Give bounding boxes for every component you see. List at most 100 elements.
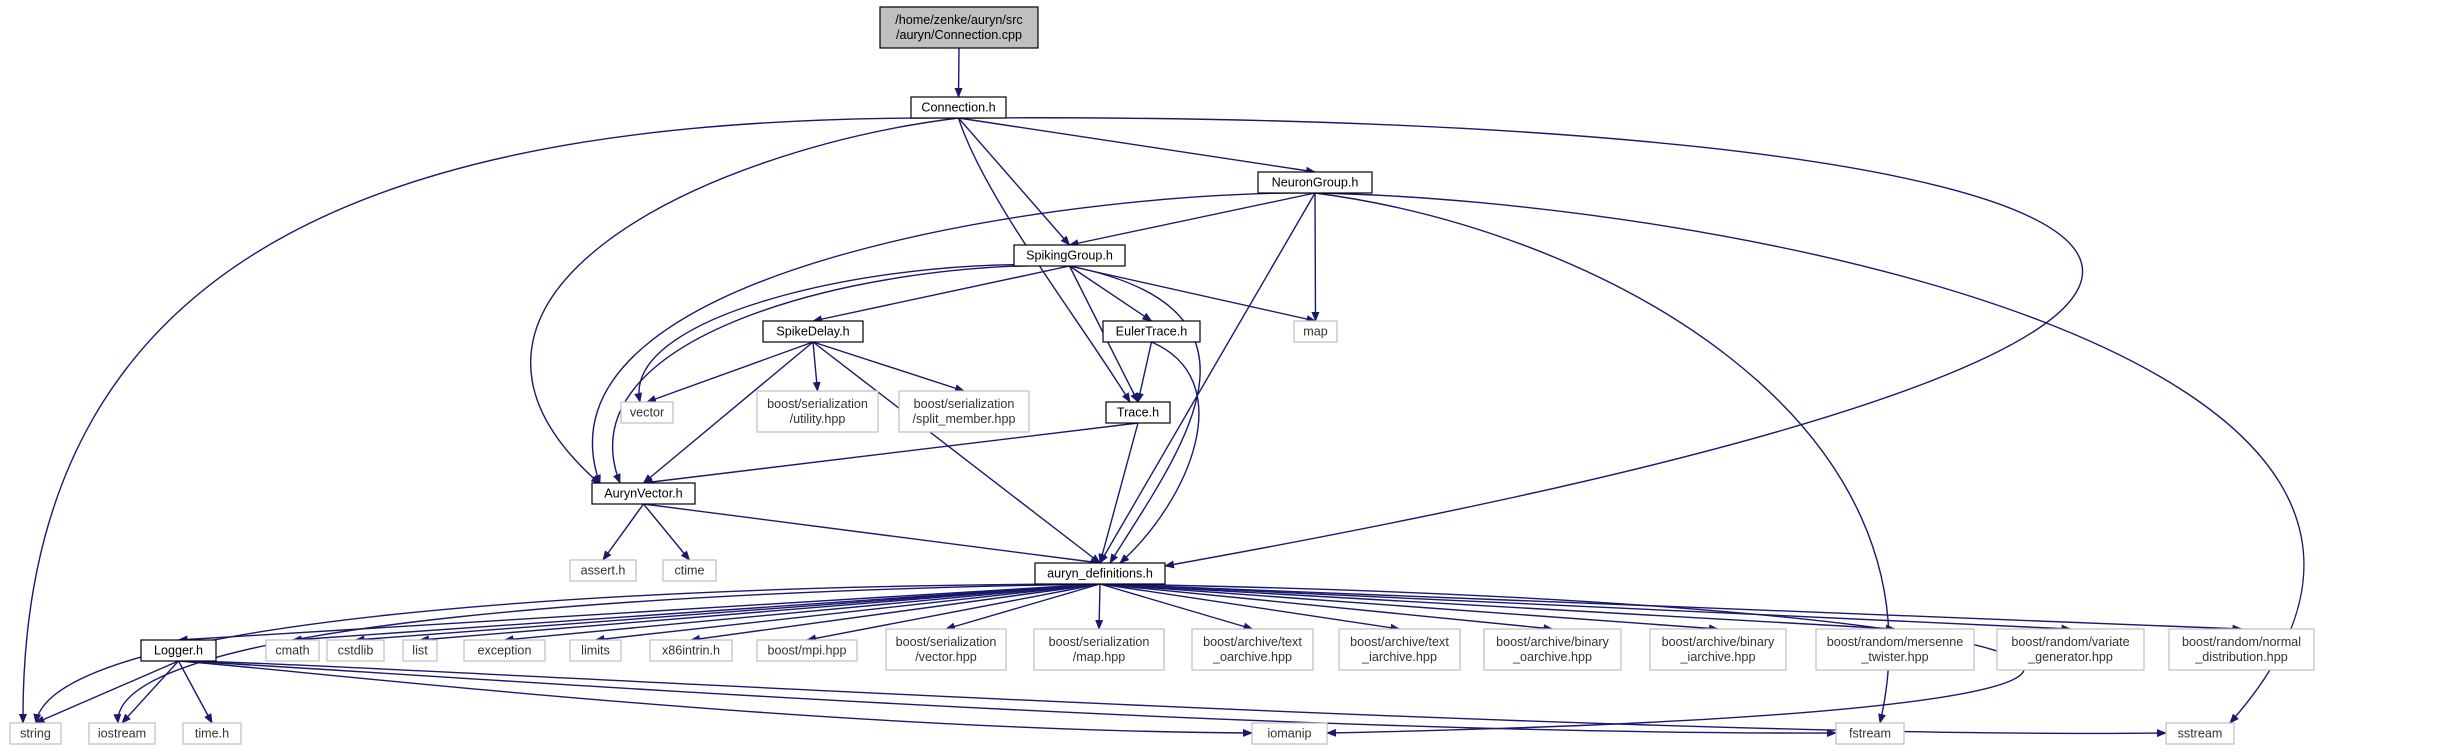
edge-layer bbox=[18, 47, 2305, 738]
node-label-auryn_definitions_h-line-0: auryn_definitions.h bbox=[1047, 567, 1153, 581]
node-box-x86intrin_h bbox=[649, 639, 733, 662]
edge-auryn_definitions_h-to-string bbox=[33, 583, 1101, 724]
edge-spikinggroup_h-to-map bbox=[1069, 265, 1317, 323]
node-label-br_mersenne-line-0: boost/random/mersenne bbox=[1827, 635, 1964, 649]
edge-connection_h-to-string bbox=[18, 117, 959, 724]
node-box-spikedelay_h bbox=[762, 320, 864, 343]
edge-neurongroup_h-to-aurynvector_h bbox=[591, 192, 1316, 485]
edge-auryn_definitions_h-to-x86intrin_h bbox=[690, 583, 1101, 643]
node-box-spikinggroup_h bbox=[1013, 244, 1126, 267]
edge-connection_h-to-neurongroup_h bbox=[958, 117, 1316, 175]
edge-neurongroup_h-to-sstream bbox=[1314, 192, 2305, 724]
node-box-logger_h bbox=[140, 639, 217, 662]
edge-auryn_definitions_h-to-exception bbox=[503, 583, 1101, 644]
edge-spikedelay_h-to-vector bbox=[646, 341, 814, 403]
node-ba_text_iarchive: boost/archive/text_iarchive.hpp bbox=[1338, 628, 1461, 671]
node-box-list bbox=[402, 639, 438, 662]
node-string: string bbox=[9, 722, 62, 745]
node-cstdlib: cstdlib bbox=[326, 639, 385, 662]
node-fstream: fstream bbox=[1835, 722, 1905, 745]
node-label-br_variate-line-0: boost/random/variate bbox=[2011, 635, 2129, 649]
edge-auryn_definitions_h-to-iostream bbox=[113, 583, 1101, 724]
node-neurongroup_h[interactable]: NeuronGroup.h bbox=[1257, 171, 1373, 194]
node-label-bs_utility-line-0: boost/serialization bbox=[767, 397, 868, 411]
edge-auryn_definitions_h-to-ba_text_iarchive bbox=[1099, 583, 1401, 632]
edge-spikedelay_h-to-bs_utility bbox=[812, 341, 821, 392]
edge-auryn_definitions_h-to-bs_map bbox=[1095, 583, 1104, 630]
node-vector: vector bbox=[620, 401, 674, 424]
node-label-connection_h-line-0: Connection.h bbox=[921, 101, 995, 115]
edge-eulertrace_h-to-auryn_definitions_h bbox=[1119, 341, 1200, 564]
edge-auryn_definitions_h-to-bs_vector bbox=[945, 583, 1101, 631]
node-exception: exception bbox=[463, 639, 546, 662]
node-box-exception bbox=[463, 639, 546, 662]
node-label-cstdlib-line-0: cstdlib bbox=[338, 644, 374, 658]
node-box-ctime bbox=[662, 559, 717, 582]
node-sstream: sstream bbox=[2165, 722, 2235, 745]
node-limits: limits bbox=[569, 639, 622, 662]
edge-connection_h-to-spikinggroup_h bbox=[957, 117, 1071, 246]
node-connection_h[interactable]: Connection.h bbox=[910, 96, 1007, 119]
node-label-neurongroup_h-line-0: NeuronGroup.h bbox=[1272, 176, 1359, 190]
node-label-spikedelay_h-line-0: SpikeDelay.h bbox=[776, 325, 849, 339]
node-box-boost_mpi bbox=[756, 639, 858, 662]
edge-aurynvector_h-to-assert_h bbox=[602, 503, 645, 561]
node-label-exception-line-0: exception bbox=[478, 644, 532, 658]
node-label-ba_binary_oarchive-line-0: boost/archive/binary bbox=[1496, 635, 1609, 649]
edge-logger_h-to-iostream bbox=[121, 660, 180, 724]
node-box-root bbox=[879, 6, 1039, 49]
node-box-connection_h bbox=[910, 96, 1007, 119]
edge-spikinggroup_h-to-aurynvector_h bbox=[612, 264, 1070, 484]
node-label-trace_h-line-0: Trace.h bbox=[1117, 406, 1159, 420]
node-box-br_variate bbox=[1996, 628, 2145, 671]
edge-aurynvector_h-to-ctime bbox=[642, 503, 691, 561]
node-aurynvector_h[interactable]: AurynVector.h bbox=[591, 482, 696, 505]
node-time_h: time.h bbox=[182, 722, 242, 745]
node-box-neurongroup_h bbox=[1257, 171, 1373, 194]
edge-auryn_definitions_h-to-br_mersenne bbox=[1099, 583, 1896, 633]
node-label-map-line-0: map bbox=[1303, 325, 1328, 339]
node-bs_split_member: boost/serialization/split_member.hpp bbox=[898, 390, 1030, 433]
node-label-list-line-0: list bbox=[412, 644, 428, 658]
node-label-time_h-line-0: time.h bbox=[195, 727, 229, 741]
edge-auryn_definitions_h-to-logger_h bbox=[177, 583, 1101, 644]
node-box-ba_text_oarchive bbox=[1191, 628, 1314, 671]
node-root[interactable]: /home/zenke/auryn/src/auryn/Connection.c… bbox=[879, 6, 1039, 49]
edge-root-to-connection_h bbox=[954, 47, 963, 98]
node-auryn_definitions_h[interactable]: auryn_definitions.h bbox=[1034, 562, 1166, 585]
node-label-bs_map-line-0: boost/serialization bbox=[1049, 635, 1150, 649]
node-label-br_variate-line-1: _generator.hpp bbox=[2027, 650, 2113, 664]
node-label-br_normal-line-1: _distribution.hpp bbox=[2194, 650, 2287, 664]
node-br_mersenne: boost/random/mersenne_twister.hpp bbox=[1815, 628, 1975, 671]
edge-eulertrace_h-to-trace_h bbox=[1136, 341, 1153, 403]
node-logger_h[interactable]: Logger.h bbox=[140, 639, 217, 662]
node-label-aurynvector_h-line-0: AurynVector.h bbox=[604, 487, 682, 501]
node-label-ba_binary_oarchive-line-1: _oarchive.hpp bbox=[1512, 650, 1592, 664]
node-x86intrin_h: x86intrin.h bbox=[649, 639, 733, 662]
edge-auryn_definitions_h-to-limits bbox=[594, 583, 1101, 643]
node-ba_binary_oarchive: boost/archive/binary_oarchive.hpp bbox=[1483, 628, 1622, 671]
node-box-sstream bbox=[2165, 722, 2235, 745]
node-label-ba_binary_iarchive-line-1: _iarchive.hpp bbox=[1680, 650, 1756, 664]
node-iostream: iostream bbox=[88, 722, 156, 745]
node-box-string bbox=[9, 722, 62, 745]
node-label-string-line-0: string bbox=[20, 727, 51, 741]
edge-spikinggroup_h-to-eulertrace_h bbox=[1069, 265, 1153, 322]
node-spikinggroup_h[interactable]: SpikingGroup.h bbox=[1013, 244, 1126, 267]
node-label-x86intrin_h-line-0: x86intrin.h bbox=[662, 644, 720, 658]
node-bs_map: boost/serialization/map.hpp bbox=[1033, 628, 1165, 671]
node-eulertrace_h[interactable]: EulerTrace.h bbox=[1102, 320, 1201, 343]
node-box-bs_vector bbox=[885, 628, 1007, 671]
edge-spikinggroup_h-to-auryn_definitions_h bbox=[1069, 265, 1201, 564]
node-label-br_mersenne-line-1: _twister.hpp bbox=[1860, 650, 1928, 664]
node-label-iomanip-line-0: iomanip bbox=[1267, 727, 1311, 741]
node-boost_mpi: boost/mpi.hpp bbox=[756, 639, 858, 662]
node-label-bs_vector-line-0: boost/serialization bbox=[896, 635, 997, 649]
node-box-br_mersenne bbox=[1815, 628, 1975, 671]
node-trace_h[interactable]: Trace.h bbox=[1105, 401, 1171, 424]
node-assert_h: assert.h bbox=[569, 559, 637, 582]
edge-neurongroup_h-to-map bbox=[1311, 192, 1320, 322]
node-spikedelay_h[interactable]: SpikeDelay.h bbox=[762, 320, 864, 343]
node-layer: /home/zenke/auryn/src/auryn/Connection.c… bbox=[9, 6, 2315, 745]
